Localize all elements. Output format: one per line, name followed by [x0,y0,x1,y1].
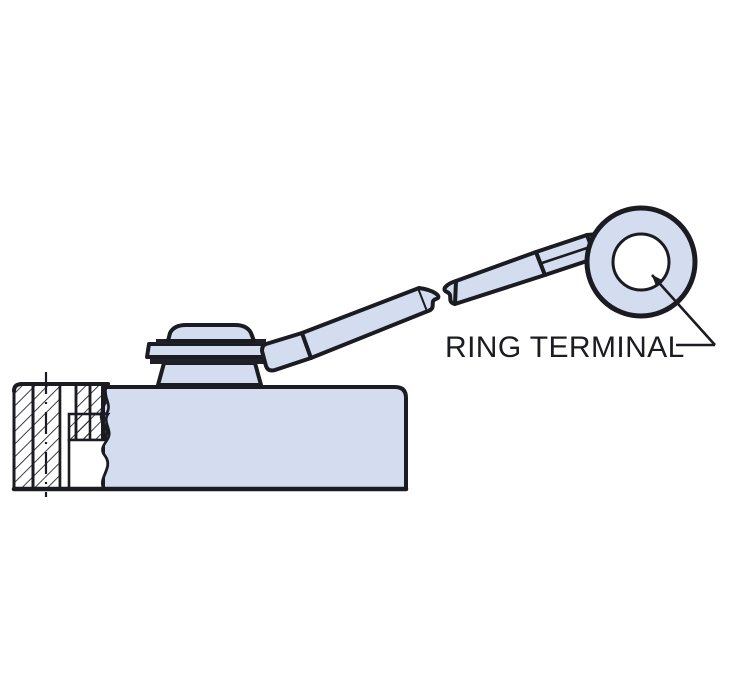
washer-stack [145,323,276,364]
section-hatch-icon [12,382,35,491]
cable-segment-near [300,286,430,360]
housing-body [99,385,408,491]
cable-break-icon [418,286,441,313]
housing-section-cut [11,382,409,492]
cap-nut [166,323,256,343]
housing-body-outline [101,385,408,491]
housing-pocket [67,438,110,491]
stud-pedestal-outline [156,361,263,387]
section-top-edge [12,382,110,393]
leader-line [651,274,716,347]
lower-washer [145,342,276,359]
crimp-barrel-seam [540,245,592,265]
ring-terminal-hole [611,232,671,292]
cable-break-icon-far [442,279,457,306]
ring-terminal-label: RING TERMINAL [445,331,685,364]
section-hatch-counterbore [67,412,111,442]
cable-segment-far [453,250,547,306]
ring-terminal [584,205,698,319]
gasket-line [150,357,270,364]
lug-end [260,331,313,373]
arrow-head-icon [651,274,716,346]
section-hatch-shoulder [88,382,111,416]
stud-pedestal [156,361,263,387]
